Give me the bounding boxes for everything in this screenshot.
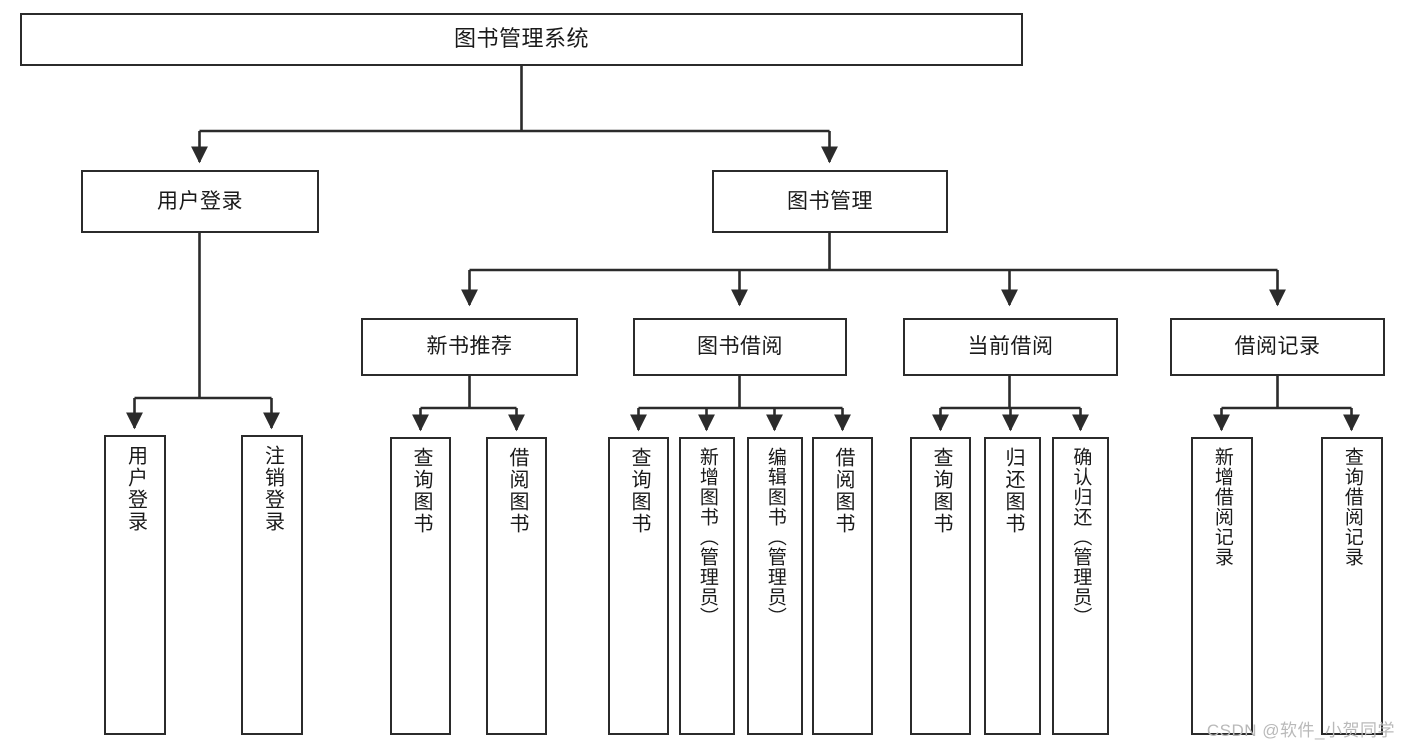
node-label: 图书借阅 <box>697 335 783 359</box>
leaf-borrow-add-book-admin[interactable]: 新增图书（管理员） <box>679 437 735 735</box>
leaf-current-confirm-return-admin[interactable]: 确认归还（管理员） <box>1052 437 1109 735</box>
node-label: 用户登录 <box>124 445 147 533</box>
node-label: 用户登录 <box>157 189 243 213</box>
leaf-borrow-query-book[interactable]: 查询图书 <box>608 437 669 735</box>
leaf-record-query-record[interactable]: 查询借阅记录 <box>1321 437 1383 735</box>
node-label: 查询借阅记录 <box>1341 447 1363 567</box>
node-book-management[interactable]: 图书管理 <box>712 170 948 233</box>
leaf-borrow-edit-book-admin[interactable]: 编辑图书（管理员） <box>747 437 803 735</box>
node-label: 新增借阅记录 <box>1211 447 1233 567</box>
leaf-user-login-signout[interactable]: 注销登录 <box>241 435 303 735</box>
node-label: 借阅图书 <box>832 447 854 535</box>
node-label: 编辑图书（管理员） <box>764 447 786 627</box>
node-label: 查询图书 <box>410 447 432 535</box>
leaf-recommend-query-book[interactable]: 查询图书 <box>390 437 451 735</box>
node-user-login[interactable]: 用户登录 <box>81 170 319 233</box>
node-label: 新增图书（管理员） <box>696 447 718 627</box>
node-root-system[interactable]: 图书管理系统 <box>20 13 1023 66</box>
node-label: 确认归还（管理员） <box>1070 447 1092 627</box>
leaf-record-add-record[interactable]: 新增借阅记录 <box>1191 437 1253 735</box>
leaf-current-query-book[interactable]: 查询图书 <box>910 437 971 735</box>
node-new-book-recommend[interactable]: 新书推荐 <box>361 318 578 376</box>
node-label: 图书管理 <box>787 189 873 213</box>
node-book-borrow[interactable]: 图书借阅 <box>633 318 847 376</box>
watermark-text: CSDN @软件_小贺同学 <box>1206 721 1395 740</box>
node-label: 查询图书 <box>930 447 952 535</box>
node-label: 归还图书 <box>1002 447 1024 535</box>
node-label: 查询图书 <box>628 447 650 535</box>
node-label: 图书管理系统 <box>453 26 589 52</box>
node-current-borrow[interactable]: 当前借阅 <box>903 318 1118 376</box>
node-label: 注销登录 <box>261 445 284 533</box>
node-label: 借阅图书 <box>506 447 528 535</box>
leaf-borrow-borrow-book[interactable]: 借阅图书 <box>812 437 873 735</box>
leaf-recommend-borrow-book[interactable]: 借阅图书 <box>486 437 547 735</box>
node-label: 借阅记录 <box>1234 335 1321 359</box>
leaf-user-login-signin[interactable]: 用户登录 <box>104 435 166 735</box>
leaf-current-return-book[interactable]: 归还图书 <box>984 437 1041 735</box>
node-borrow-record[interactable]: 借阅记录 <box>1170 318 1385 376</box>
node-label: 新书推荐 <box>426 335 513 359</box>
node-label: 当前借阅 <box>967 335 1054 359</box>
